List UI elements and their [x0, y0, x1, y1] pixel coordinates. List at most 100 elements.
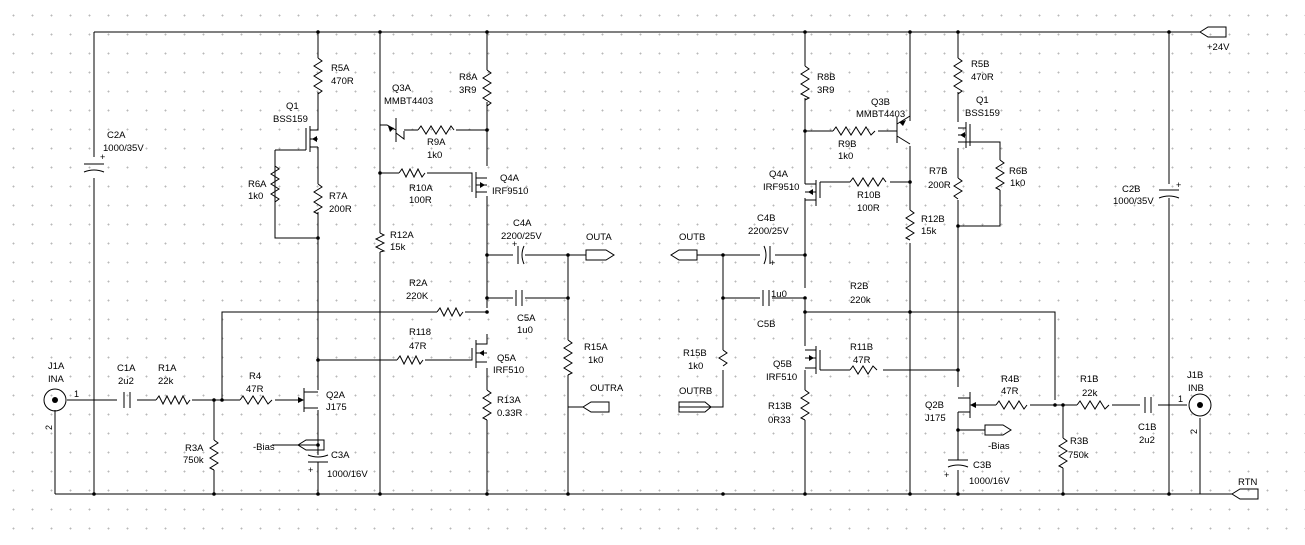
resistor-r8a [482, 69, 492, 107]
resistor-r7a [312, 183, 323, 215]
label-q5a-val: IRF510 [493, 365, 524, 376]
resistor-r11b [849, 365, 878, 375]
svg-text:+: + [944, 470, 949, 480]
label-r11b-val: 47R [853, 355, 871, 366]
label-r2b-val: 220k [850, 295, 871, 306]
label-q3a-ref: Q3A [392, 83, 412, 94]
resistor-r6b [994, 159, 1005, 191]
mosfet-q1b [958, 122, 1000, 148]
resistor-r5b [953, 57, 963, 95]
label-j1a-ref: J1A [48, 361, 65, 372]
label-r5a-val: 470R [331, 76, 354, 87]
label-c4b-val: 2200/25V [748, 226, 789, 237]
capacitor-c3a: + [307, 454, 329, 475]
net-label-outb: OUTB [679, 232, 705, 243]
transistor-q3a [388, 118, 397, 142]
label-q5b-val: IRF510 [766, 372, 797, 383]
label-r9a-val: 1k0 [427, 150, 442, 161]
net-label-rtn: RTN [1238, 477, 1257, 488]
resistor-r10a [398, 167, 426, 179]
labels-channel-b: R8B 3R9 Q3B MMBT4403 R5B 470R Q1 BSS159 … [683, 59, 1204, 487]
label-q2a-val: J175 [326, 402, 347, 413]
label-c5b-val: 1u0 [771, 289, 787, 300]
label-c3a-ref: C3A [331, 450, 350, 461]
label-r8a-val: 3R9 [459, 85, 476, 96]
labels-channel-a: R5A 470R R8A 3R9 Q3A MMBT4403 Q1 BSS159 … [44, 63, 608, 480]
net-label-outrb: OUTRB [679, 386, 712, 397]
resistor-r9b [832, 126, 876, 136]
resistor-r2a [436, 306, 464, 318]
svg-text:+: + [1176, 180, 1181, 190]
connector-j1a [43, 388, 67, 412]
label-r9b-val: 1k0 [838, 151, 853, 162]
wires-channel-b [697, 32, 1201, 494]
flag-bias-a [297, 439, 325, 451]
resistor-r13a [481, 389, 492, 421]
resistor-r7b [953, 177, 963, 200]
net-label-bias-a: -Bias [253, 442, 275, 453]
label-r4b-ref: R4B [1001, 374, 1019, 385]
label-r2a-ref: R2A [409, 278, 428, 289]
label-c1b-val: 2u2 [1139, 435, 1155, 446]
label-j1b-pin2: 2 [1189, 429, 1199, 434]
label-r4-val: 47R [246, 384, 264, 395]
capacitor-c1b [1144, 397, 1152, 413]
label-r12b-val: 15k [921, 226, 937, 237]
label-r7a-ref: R7A [329, 191, 348, 202]
mosfet-q5a [471, 334, 488, 368]
resistor-r15a [563, 339, 574, 376]
label-r10b-ref: R10B [857, 190, 881, 201]
resistor-r12b [904, 209, 915, 241]
connector-j1b [1188, 393, 1212, 417]
flag-outb [670, 249, 698, 261]
flag-outa [585, 249, 615, 261]
label-c3b-val: 1000/16V [969, 476, 1010, 487]
label-r12a-ref: R12A [390, 230, 414, 241]
capacitor-c4b: + [763, 245, 775, 268]
label-c4b-ref: C4B [757, 213, 775, 224]
label-r1b-val: 22k [1082, 388, 1098, 399]
flag-plus24 [1199, 26, 1227, 38]
label-r7b-val: 200R [928, 180, 951, 191]
label-q3a-val: MMBT4403 [384, 96, 433, 107]
flag-outra [582, 401, 610, 413]
label-c1a-ref: C1A [117, 363, 136, 374]
resistor-r1a [155, 394, 191, 406]
label-c2b-val: 1000/35V [1113, 196, 1154, 207]
resistor-r10b [849, 177, 887, 187]
flag-bias-b [984, 424, 1012, 436]
label-j1a-pin1: 1 [74, 389, 79, 399]
flag-outrb [678, 401, 712, 413]
label-j1b-ref: J1B [1187, 370, 1203, 381]
label-r6a-val: 1k0 [248, 191, 263, 202]
label-c5a-ref: C5A [517, 313, 536, 324]
label-c5b-ref: C5B [757, 319, 775, 330]
label-r15a-val: 1k0 [588, 355, 603, 366]
label-r118-val: 47R [409, 341, 427, 352]
capacitor-c1a [123, 392, 131, 408]
mosfet-q5b [805, 346, 821, 374]
label-r13b-ref: R13B [768, 401, 792, 412]
mosfet-q4a [471, 172, 487, 198]
capacitor-c3b: + [944, 459, 969, 480]
label-r1a-ref: R1A [158, 363, 177, 374]
label-j1b-pin1: 1 [1178, 394, 1183, 404]
wires-channel-a [54, 31, 1232, 495]
label-r8a-ref: R8A [459, 72, 478, 83]
label-r5a-ref: R5A [331, 63, 350, 74]
label-r12a-val: 15k [390, 242, 406, 253]
label-r15b-ref: R15B [683, 348, 707, 359]
label-j1a-pin2: 2 [44, 425, 54, 430]
label-r15b-val: 1k0 [688, 361, 703, 372]
label-r11b-ref: R11B [850, 342, 873, 353]
mosfet-q4b [805, 180, 821, 206]
resistor-r3a [208, 439, 219, 471]
label-q1a-ref: Q1 [286, 101, 299, 112]
label-c2a-val: 1000/35V [103, 143, 144, 154]
mosfet-q1a [305, 120, 319, 152]
label-c3b-ref: C3B [973, 460, 991, 471]
label-r8b-val: 3R9 [817, 85, 834, 96]
label-q4b-val: IRF9510 [763, 182, 799, 193]
svg-text:+: + [512, 239, 517, 249]
